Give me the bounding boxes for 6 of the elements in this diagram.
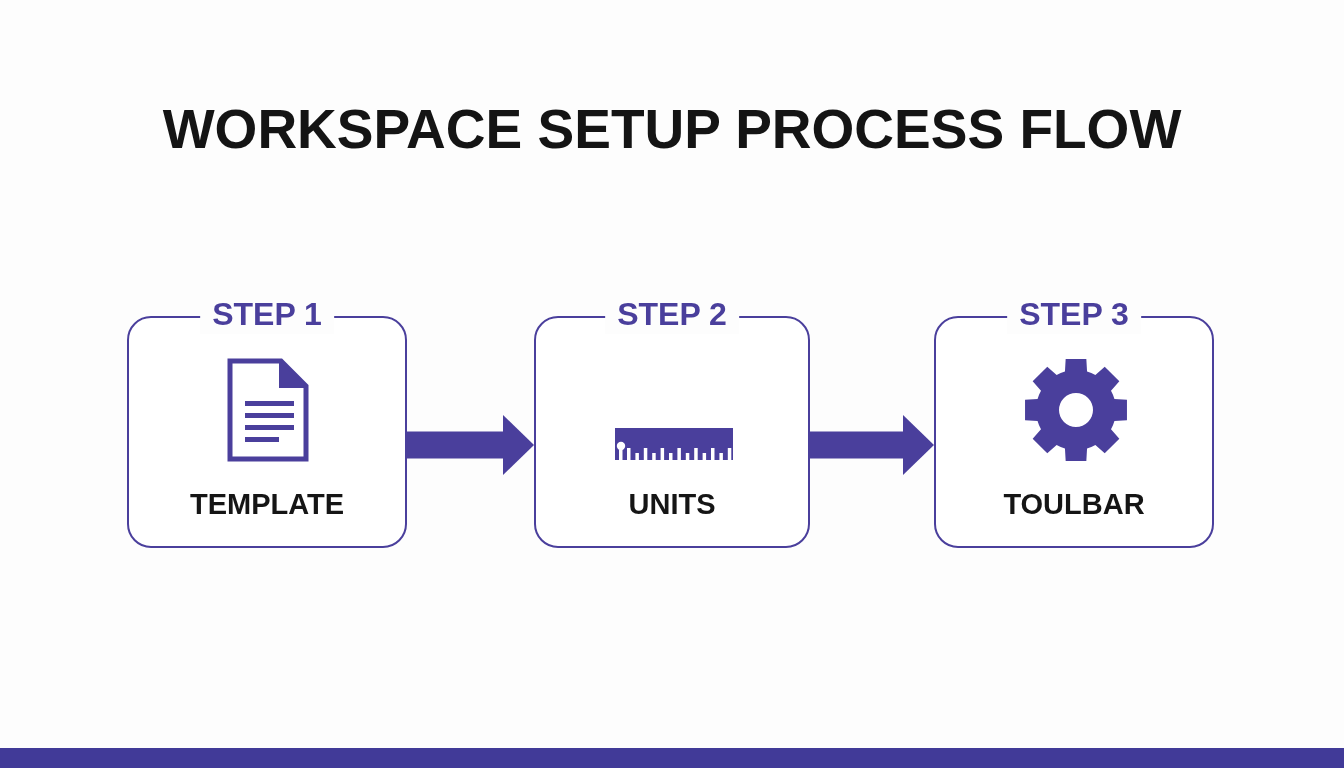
step-label: TOULBAR [1002,487,1146,522]
diagram-title: WORKSPACE SETUP PROCESS FLOW [161,97,1183,162]
arrow [407,415,534,475]
arrow [810,415,934,475]
step-label: UNITS [627,487,717,522]
step-label: TEMPLATE [188,487,346,522]
